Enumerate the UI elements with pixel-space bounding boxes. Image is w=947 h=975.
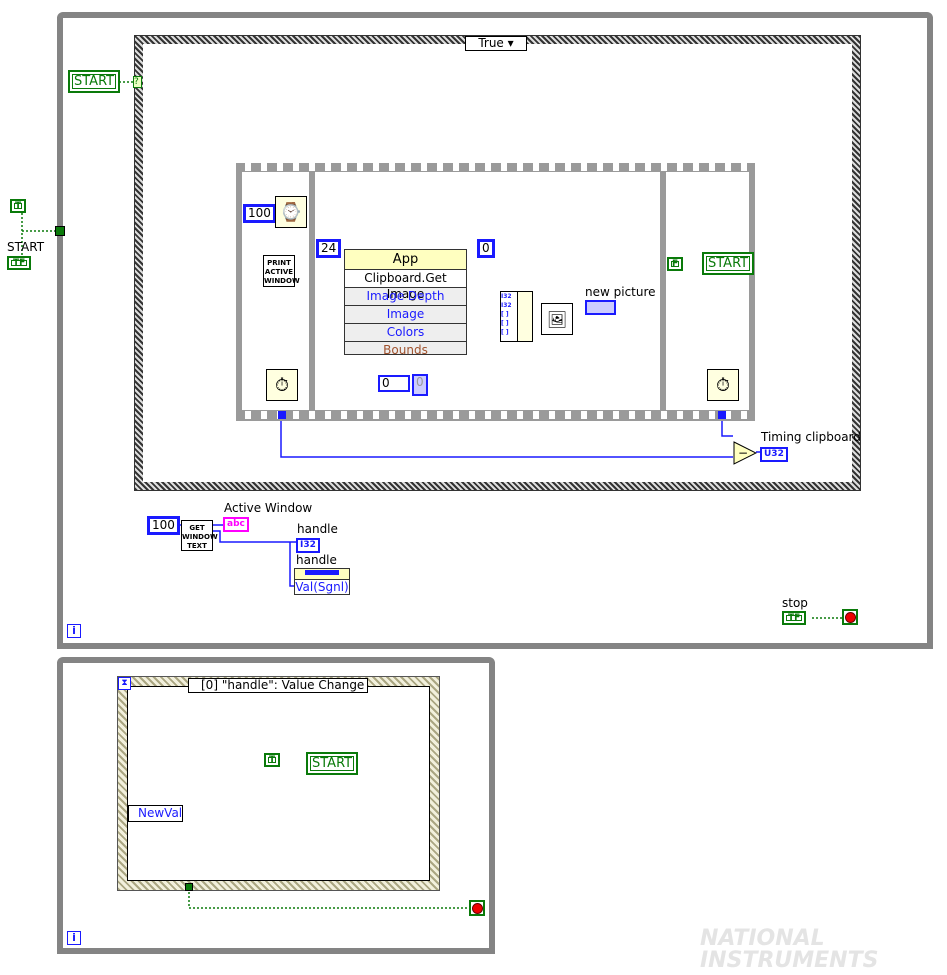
false-constant[interactable]: F [667,257,684,271]
numeric-control[interactable]: 0 [378,375,410,392]
property-row-bounds[interactable]: Bounds [345,341,466,359]
bundle-input: [ ] [501,329,509,336]
zero-constant[interactable]: 0 [477,239,495,258]
case-selector-label: True [478,36,504,50]
event-tunnel [185,883,193,891]
start-label: START [7,240,45,254]
get-window-constant[interactable]: 100 [147,516,180,535]
subtract-node[interactable]: − [733,441,757,465]
property-row-image[interactable]: Image [345,305,466,323]
national-instruments-logo: NATIONAL INSTRUMENTS [700,926,879,973]
true-constant[interactable]: T [10,199,27,213]
bundle-input: [ ] [501,311,509,318]
property-row-colors[interactable]: Colors [345,323,466,341]
event-frame [127,686,430,881]
timing-clipboard-indicator[interactable]: U32 [760,447,788,462]
while-loop [57,12,933,649]
handle-property-label: handle [296,553,337,567]
start-indicator[interactable]: TF [7,256,32,270]
tick-count-timer-icon[interactable]: ⏱ [707,369,739,401]
case-selector-terminal: ? [133,76,142,88]
active-window-indicator[interactable]: abc [223,517,249,532]
event-selector-label: [0] "handle": Value Change [201,678,365,692]
active-window-label: Active Window [224,501,313,515]
wait-ms-constant[interactable]: 100 [243,204,276,223]
start-local-variable-frame3[interactable]: START [702,252,755,275]
stop-label: stop [782,596,808,610]
print-active-window-subvi[interactable]: PRINT ACTIVE WINDOW [263,255,300,287]
stop-button-terminal[interactable]: TF [782,611,807,625]
handle-property-node[interactable]: Val(Sgnl) [294,568,350,595]
wait-watch-icon[interactable]: ⌚ [275,196,307,228]
film-top [240,163,752,171]
film-bottom [240,411,752,419]
loop-iteration-icon: i [67,624,81,638]
timing-clipboard-label: Timing clipboard [761,430,861,444]
handle-indicator[interactable]: I32 [296,538,320,553]
property-node-method: Clipboard.Get Image [345,269,466,301]
true-constant[interactable]: T [264,753,281,767]
event-while-loop [57,657,495,954]
bundle-node[interactable]: I32 I32 [ ] [ ] [ ] [500,291,533,342]
sequence-tunnel [718,411,726,419]
svg-text:−: − [738,446,748,460]
numeric-control-shadow: 0 [412,374,428,396]
clipboard-property-node[interactable]: App Clipboard.Get Image Image Depth Imag… [344,249,467,357]
property-node-class: App [345,250,466,269]
get-window-text-subvi[interactable]: GET WINDOW TEXT [181,520,218,551]
newval-event-data[interactable]: NewVal [128,805,183,822]
loop-tunnel [55,226,65,236]
new-picture-indicator[interactable] [585,300,616,315]
event-selector[interactable]: [0] "handle": Value Change ▾ [188,678,368,693]
event-timeout-hourglass-icon[interactable]: ⧗ [118,677,131,690]
bundle-input: I32 [501,302,512,309]
start-local-variable-event[interactable]: START [306,752,359,775]
property-row-image-depth[interactable]: Image Depth [345,287,466,305]
loop-condition-stop-icon[interactable] [842,609,858,625]
loop-condition-stop-icon[interactable] [469,900,485,916]
start-local-variable[interactable]: START [68,70,121,93]
loop-iteration-icon: i [67,931,81,945]
bundle-input: [ ] [501,320,509,327]
sequence-tunnel [278,411,286,419]
case-selector[interactable]: True ▾ [465,36,527,51]
new-picture-label: new picture [585,285,656,299]
draw-flattened-pixmap-icon[interactable]: 🖼 [541,303,573,335]
image-depth-constant[interactable]: 24 [316,239,342,258]
tick-count-timer-icon[interactable]: ⏱ [266,369,298,401]
bundle-input: I32 [501,293,512,300]
property-row-val-sgnl[interactable]: Val(Sgnl) [295,580,349,594]
handle-label: handle [297,522,338,536]
